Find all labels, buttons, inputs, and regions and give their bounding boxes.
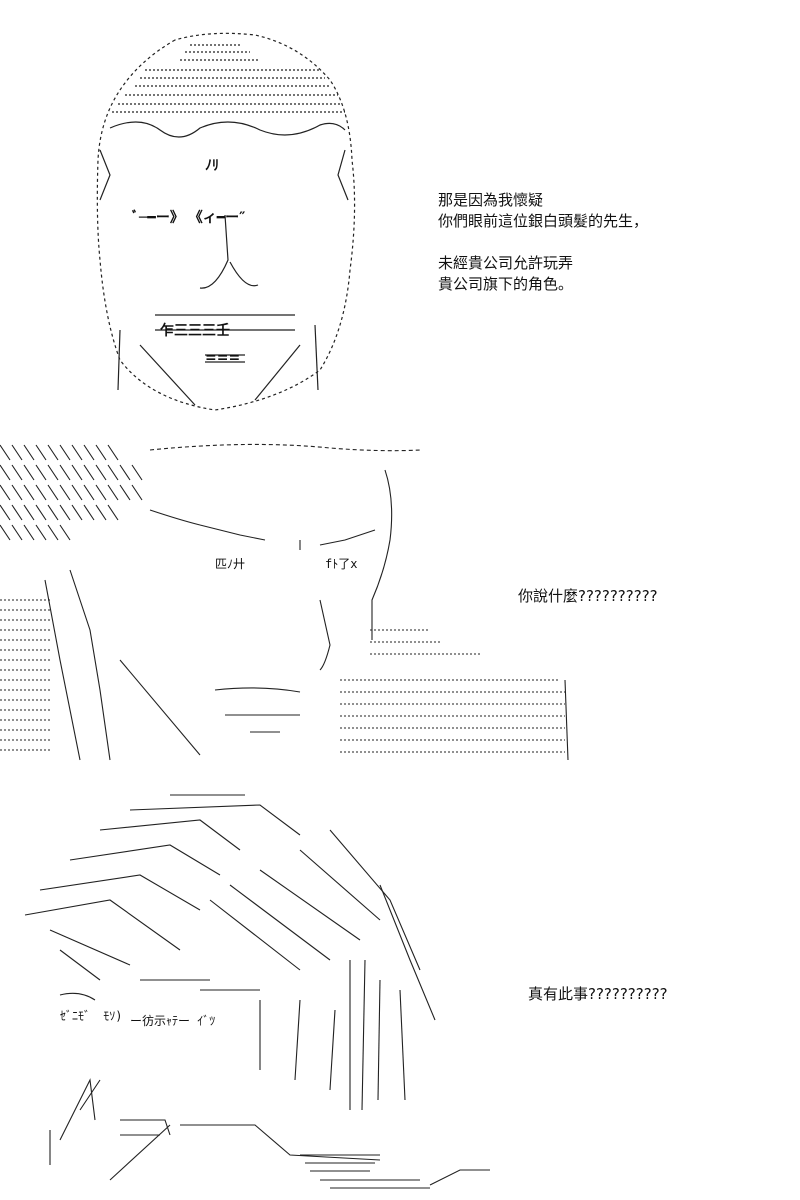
mouth-teeth: 乍三三三壬 bbox=[160, 322, 230, 339]
caption-1-line-3: 未經貴公司允許玩弄 bbox=[438, 254, 574, 272]
caption-3: 真有此事?????????? bbox=[528, 984, 668, 1005]
eye-right: ー彷示ｬﾃー ｲﾞﾂ bbox=[130, 1013, 215, 1028]
panel-3: ｾﾞﾆﾓ゛ ﾓｿ) ー彷示ｬﾃー ｲﾞﾂ 真有此事?????????? bbox=[0, 790, 800, 1200]
caption-1-line-2: 你們眼前這位銀白頭髮的先生， bbox=[438, 212, 649, 230]
panel-2: 匹ﾉ廾 fﾄ了x 你說什麼?????????? bbox=[0, 430, 800, 770]
face-ascii-art-1: ﾉﾘ ﾞ─━ー》 《ィ━ー″ 乍三三三壬 === bbox=[96, 32, 356, 411]
nose-mark: ﾉﾘ bbox=[205, 158, 219, 174]
eye-left: 匹ﾉ廾 bbox=[215, 557, 245, 571]
eyes-row: ﾞ─━ー》 《ィ━ー″ bbox=[131, 209, 245, 226]
eye-right: fﾄ了x bbox=[325, 557, 357, 571]
caption-1-line-4: 貴公司旗下的角色。 bbox=[438, 275, 574, 293]
caption-3-line: 真有此事?????????? bbox=[528, 985, 668, 1003]
panel-1: ﾉﾘ ﾞ─━ー》 《ィ━ー″ 乍三三三壬 === 那是因為我懷疑 你們眼前這位銀… bbox=[0, 0, 800, 420]
eye-left: ｾﾞﾆﾓ゛ ﾓｿ) bbox=[60, 1009, 122, 1023]
caption-1-line-1: 那是因為我懷疑 bbox=[438, 191, 544, 209]
chin-mark: === bbox=[205, 350, 240, 366]
caption-1: 那是因為我懷疑 你們眼前這位銀白頭髮的先生， 未經貴公司允許玩弄 貴公司旗下的角… bbox=[438, 190, 648, 295]
caption-2-line: 你說什麼?????????? bbox=[518, 587, 658, 605]
face-ascii-art-2: 匹ﾉ廾 fﾄ了x bbox=[0, 443, 569, 761]
caption-2: 你說什麼?????????? bbox=[518, 586, 658, 607]
face-ascii-art-3: ｾﾞﾆﾓ゛ ﾓｿ) ー彷示ｬﾃー ｲﾞﾂ bbox=[24, 794, 490, 1189]
